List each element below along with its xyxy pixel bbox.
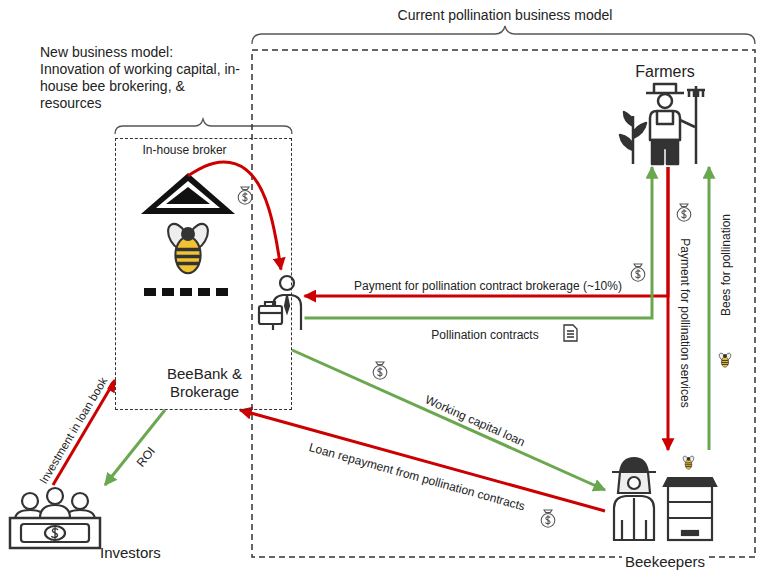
bank-symbol (216, 288, 228, 296)
beekeeper-figure (668, 486, 712, 540)
flow-label: Payment for pollination services (678, 236, 692, 409)
bank-symbol (162, 288, 174, 296)
farmer-figure (646, 84, 684, 93)
contract-document (564, 325, 577, 341)
farmer-figure (687, 86, 705, 164)
bee-icon (718, 352, 732, 367)
money-bag (541, 510, 555, 527)
bank-symbol (198, 288, 210, 296)
node-label: Farmers (610, 62, 720, 81)
beekeepers-node: Beekeepers (605, 450, 725, 572)
section-heading: Current pollination business model (355, 7, 655, 24)
farmer-figure (650, 111, 680, 140)
beekeeper-figure (620, 458, 648, 472)
section-heading: New business model: Innovation of workin… (40, 44, 240, 112)
bank-symbol (180, 288, 192, 296)
money-bag (631, 264, 645, 281)
label-holder: New business model: Innovation of workin… (40, 44, 240, 112)
farmer-figure (680, 120, 695, 127)
contract-document (564, 325, 577, 341)
farmers-node: Farmers (610, 62, 720, 167)
bank-symbol (166, 187, 210, 204)
beebank-box: BeeBank & Brokerage In-house broker (115, 138, 292, 410)
broker-figure (259, 312, 282, 314)
current-model-bracket (252, 26, 755, 44)
investors-figure (22, 493, 38, 509)
flow-label: Pollination contracts (429, 328, 540, 342)
money-bag (677, 204, 691, 221)
farmer-figure (658, 94, 672, 108)
flow-arrow (188, 162, 281, 269)
investors-figure (45, 526, 65, 540)
investors-figure (52, 527, 59, 539)
label-ground: Beekeepers (622, 553, 708, 570)
node-label: BeeBank & Brokerage (154, 365, 255, 401)
farmer-figure (652, 140, 678, 164)
flow-arrow (53, 380, 115, 485)
bee-logo (164, 220, 212, 273)
current-model-region (252, 50, 755, 557)
node-label: Beekeepers (605, 553, 725, 571)
money-bag (373, 362, 387, 379)
investors-figure (40, 505, 70, 518)
beekeeper-figure (622, 498, 646, 540)
farmer-figure (657, 111, 673, 124)
beekeeper-figure (664, 478, 716, 486)
flow-arrow (305, 167, 653, 318)
flow-label: Loan repayment from pollination contract… (305, 440, 528, 515)
flow-label: Payment for pollination contract brokera… (352, 279, 624, 293)
bank-symbol (141, 173, 235, 214)
new-model-bracket (115, 119, 292, 134)
bee-icon (682, 455, 695, 469)
flow-label: Investment in loan book (36, 373, 112, 488)
beekeeper-figure (682, 531, 698, 535)
flow-label: Working capital loan (421, 392, 529, 451)
bank-symbol (144, 288, 156, 296)
flow-arrow (305, 167, 669, 296)
beekeeper-figure (614, 496, 654, 540)
label-holder: Current pollination business model (355, 7, 655, 24)
flow-arrow (240, 410, 605, 511)
beekeeper-figure (668, 502, 712, 518)
node-label: Investors (100, 544, 172, 562)
farmer-figure (620, 112, 646, 164)
flow-label: Bees for pollination (719, 212, 733, 318)
broker-node: In-house broker (255, 270, 305, 332)
farmer-figure (620, 84, 705, 164)
flow-arrow (708, 167, 711, 450)
investors-figure (10, 488, 100, 548)
broker-figure (285, 296, 289, 312)
flow-arrow (105, 410, 165, 485)
investors-figure (47, 488, 63, 504)
new-model-bracket (115, 119, 292, 134)
node-label: In-house broker (143, 143, 243, 157)
investors-node: Investors (8, 485, 173, 567)
investors-figure (72, 493, 88, 509)
beekeeper-figure (612, 458, 716, 540)
current-model-bracket (252, 26, 755, 44)
bank-symbol (141, 173, 235, 296)
beekeeper-figure (628, 477, 640, 489)
broker-figure (259, 306, 282, 324)
bank-symbol (156, 181, 220, 208)
money-bag (238, 187, 252, 204)
contract-document (567, 331, 574, 337)
beekeeper-figure (618, 472, 650, 493)
investors-figure (21, 524, 89, 542)
investors-figure (10, 518, 100, 548)
broker-figure (259, 276, 301, 330)
